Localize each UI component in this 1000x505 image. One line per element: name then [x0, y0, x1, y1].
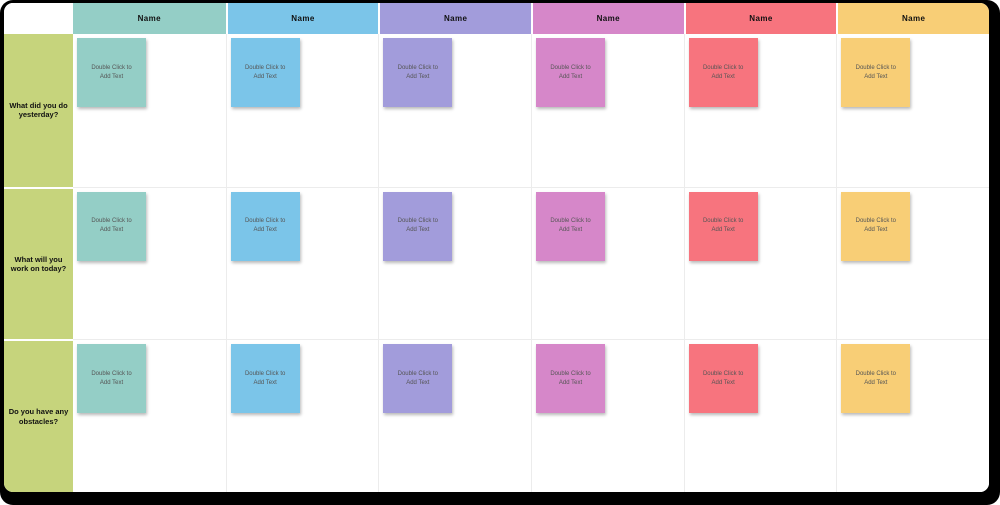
sticky-placeholder-line: Add Text — [406, 379, 430, 386]
column-header-3[interactable]: Name — [378, 3, 531, 34]
sticky-note-r2c1[interactable]: Double Click to Add Text — [77, 191, 146, 261]
board-grid: Name Name Name Name Name Name What did y… — [4, 3, 989, 492]
sticky-placeholder-line: Double Click to — [550, 64, 591, 71]
sticky-note-r3c2[interactable]: Double Click to Add Text — [230, 344, 300, 414]
row-label-line: Do you have any — [8, 407, 69, 417]
row-label-line: What will you — [14, 254, 63, 264]
sticky-note-r2c3[interactable]: Double Click to Add Text — [383, 191, 453, 261]
row-label-obstacles: Do you have any obstacles? — [4, 339, 73, 492]
sticky-placeholder-line: Double Click to — [550, 371, 591, 378]
sticky-placeholder-line: Double Click to — [550, 218, 591, 225]
column-header-label: Name — [596, 14, 621, 23]
board-cell-r1c3: Double Click to Add Text — [378, 34, 531, 187]
sticky-placeholder-line: Add Text — [406, 227, 430, 234]
row-label-line: What did you do — [9, 100, 68, 110]
board-cell-r2c3: Double Click to Add Text — [378, 186, 531, 340]
sticky-placeholder-line: Add Text — [558, 73, 583, 80]
row-label-today: What will you work on today? — [4, 186, 73, 340]
sticky-placeholder-line: Double Click to — [91, 64, 132, 71]
board-cell-r1c5: Double Click to Add Text — [683, 34, 837, 187]
board-cell-r2c4: Double Click to Add Text — [531, 186, 684, 340]
sticky-placeholder-line: Add Text — [253, 379, 277, 386]
board-cell-r3c2: Double Click to Add Text — [225, 339, 379, 492]
sticky-placeholder-line: Add Text — [253, 227, 277, 234]
sticky-placeholder-line: Double Click to — [397, 64, 438, 71]
sticky-note-r2c4[interactable]: Double Click to Add Text — [536, 191, 605, 261]
sticky-note-r1c4[interactable]: Double Click to Add Text — [536, 38, 605, 107]
sticky-note-r3c5[interactable]: Double Click to Add Text — [688, 344, 758, 414]
sticky-note-r1c2[interactable]: Double Click to Add Text — [230, 38, 300, 107]
sticky-note-r2c5[interactable]: Double Click to Add Text — [688, 191, 758, 261]
row-label-line: work on today? — [10, 263, 67, 273]
board-cell-r1c1: Double Click to Add Text — [73, 34, 226, 187]
board-cell-r3c3: Double Click to Add Text — [378, 339, 531, 492]
sticky-note-r3c3[interactable]: Double Click to Add Text — [383, 344, 453, 414]
sticky-note-r1c1[interactable]: Double Click to Add Text — [77, 38, 146, 107]
row-label-line: obstacles? — [18, 416, 59, 426]
sticky-placeholder-line: Add Text — [864, 73, 888, 80]
board-cell-r3c4: Double Click to Add Text — [531, 339, 684, 492]
column-header-1[interactable]: Name — [73, 3, 226, 34]
sticky-placeholder-line: Double Click to — [702, 218, 744, 225]
row-label-line: yesterday? — [18, 110, 59, 120]
column-header-label: Name — [137, 14, 162, 23]
column-header-4[interactable]: Name — [531, 3, 684, 34]
sticky-placeholder-line: Double Click to — [855, 64, 896, 71]
sticky-note-r3c6[interactable]: Double Click to Add Text — [841, 344, 911, 414]
column-header-label: Name — [901, 14, 926, 23]
sticky-placeholder-line: Double Click to — [397, 371, 438, 378]
board-cell-r2c1: Double Click to Add Text — [73, 186, 226, 340]
board-cell-r2c5: Double Click to Add Text — [683, 186, 837, 340]
board-cell-r1c6: Double Click to Add Text — [836, 34, 989, 187]
sticky-placeholder-line: Add Text — [558, 379, 583, 386]
sticky-placeholder-line: Add Text — [711, 227, 735, 234]
sticky-placeholder-line: Double Click to — [855, 218, 896, 225]
sticky-placeholder-line: Add Text — [406, 73, 430, 80]
sticky-placeholder-line: Double Click to — [855, 371, 896, 378]
column-header-5[interactable]: Name — [683, 3, 837, 34]
board-cell-r3c1: Double Click to Add Text — [73, 339, 226, 492]
sticky-note-r3c1[interactable]: Double Click to Add Text — [77, 344, 146, 414]
sticky-placeholder-line: Double Click to — [244, 64, 286, 71]
board-cell-r3c5: Double Click to Add Text — [683, 339, 837, 492]
sticky-placeholder-line: Double Click to — [244, 218, 286, 225]
sticky-placeholder-line: Add Text — [711, 379, 735, 386]
board-cell-r3c6: Double Click to Add Text — [836, 339, 989, 492]
sticky-placeholder-line: Add Text — [864, 379, 888, 386]
column-header-2[interactable]: Name — [225, 3, 379, 34]
column-header-label: Name — [291, 14, 315, 23]
sticky-placeholder-line: Add Text — [711, 73, 735, 80]
board-cell-r2c2: Double Click to Add Text — [225, 186, 379, 340]
board-cell-r1c4: Double Click to Add Text — [531, 34, 684, 187]
sticky-placeholder-line: Double Click to — [702, 64, 744, 71]
column-header-label: Name — [749, 14, 773, 23]
sticky-note-r2c6[interactable]: Double Click to Add Text — [841, 191, 911, 261]
row-label-yesterday: What did you do yesterday? — [4, 34, 73, 187]
column-header-label: Name — [443, 14, 468, 23]
sticky-placeholder-line: Double Click to — [91, 218, 132, 225]
sticky-placeholder-line: Add Text — [864, 227, 888, 234]
sticky-placeholder-line: Add Text — [558, 227, 583, 234]
board-cell-r2c6: Double Click to Add Text — [836, 186, 989, 340]
sticky-placeholder-line: Double Click to — [91, 371, 132, 378]
sticky-placeholder-line: Double Click to — [244, 371, 286, 378]
sticky-placeholder-line: Add Text — [99, 227, 124, 234]
sticky-note-r2c2[interactable]: Double Click to Add Text — [230, 191, 300, 261]
sticky-placeholder-line: Add Text — [253, 73, 277, 80]
sticky-placeholder-line: Double Click to — [397, 218, 438, 225]
column-header-6[interactable]: Name — [836, 3, 989, 34]
sticky-note-r1c6[interactable]: Double Click to Add Text — [841, 38, 911, 107]
sticky-note-r3c4[interactable]: Double Click to Add Text — [536, 344, 605, 414]
board-cell-r1c2: Double Click to Add Text — [225, 34, 379, 187]
corner-cell — [4, 3, 73, 34]
board-card: Name Name Name Name Name Name What did y… — [4, 3, 989, 492]
sticky-placeholder-line: Add Text — [99, 379, 124, 386]
sticky-note-r1c3[interactable]: Double Click to Add Text — [383, 38, 453, 107]
sticky-placeholder-line: Add Text — [99, 73, 124, 80]
sticky-placeholder-line: Double Click to — [702, 371, 744, 378]
sticky-note-r1c5[interactable]: Double Click to Add Text — [688, 38, 758, 107]
